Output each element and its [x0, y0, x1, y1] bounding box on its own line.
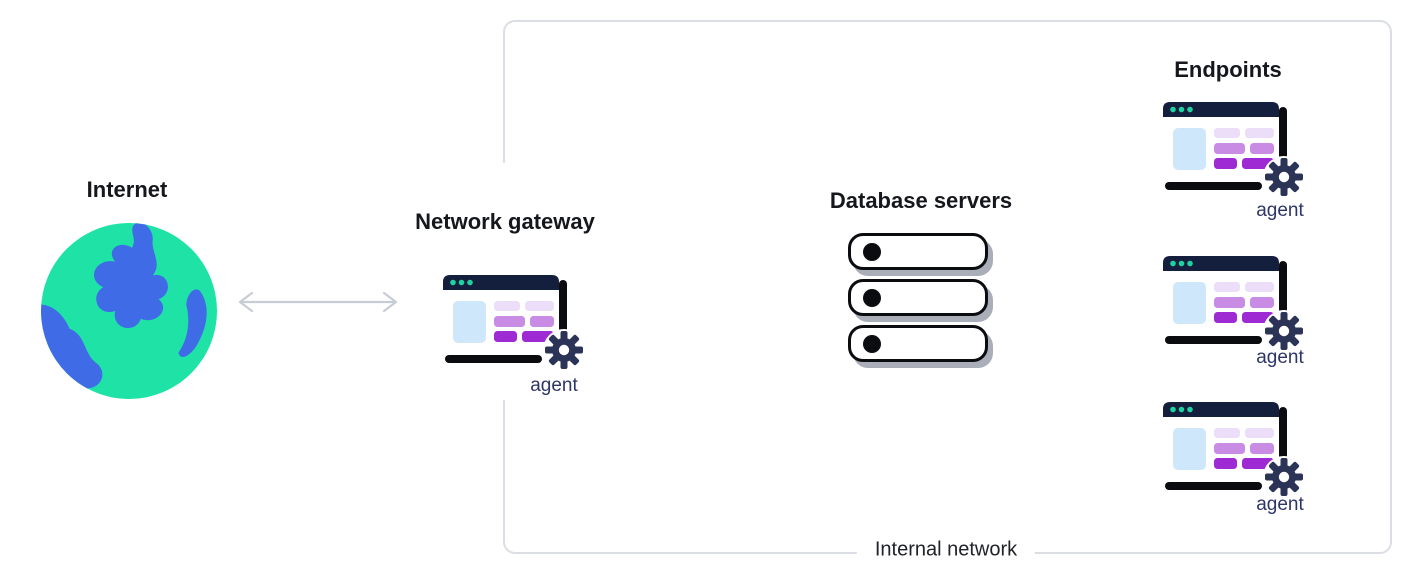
globe-icon: [40, 222, 218, 400]
endpoints-label: Endpoints: [1174, 57, 1282, 82]
server-power-dot: [863, 334, 881, 353]
internal-network-label: Internal network: [856, 538, 1036, 562]
browser-window-icon: [443, 275, 583, 373]
internet-label: Internet: [86, 177, 168, 202]
network-gateway-label: Network gateway: [415, 209, 595, 234]
gateway-agent-label: agent: [530, 375, 578, 396]
arrow-bidirectional-icon: [238, 291, 398, 313]
browser-window-icon: [1163, 102, 1303, 200]
server-power-dot: [863, 288, 881, 307]
server-power-dot: [863, 242, 881, 261]
endpoint-agent-label: agent: [1256, 347, 1304, 368]
network-gateway-group: Network gateway agent: [398, 163, 612, 400]
server-icon: [848, 279, 988, 316]
browser-window-icon: [1163, 256, 1303, 354]
endpoint-agent-label: agent: [1256, 494, 1304, 515]
server-icon: [848, 325, 988, 362]
database-servers-label: Database servers: [829, 188, 1013, 213]
server-icon: [848, 233, 988, 270]
browser-window-icon: [1163, 402, 1303, 500]
endpoint-agent-label: agent: [1256, 200, 1304, 221]
